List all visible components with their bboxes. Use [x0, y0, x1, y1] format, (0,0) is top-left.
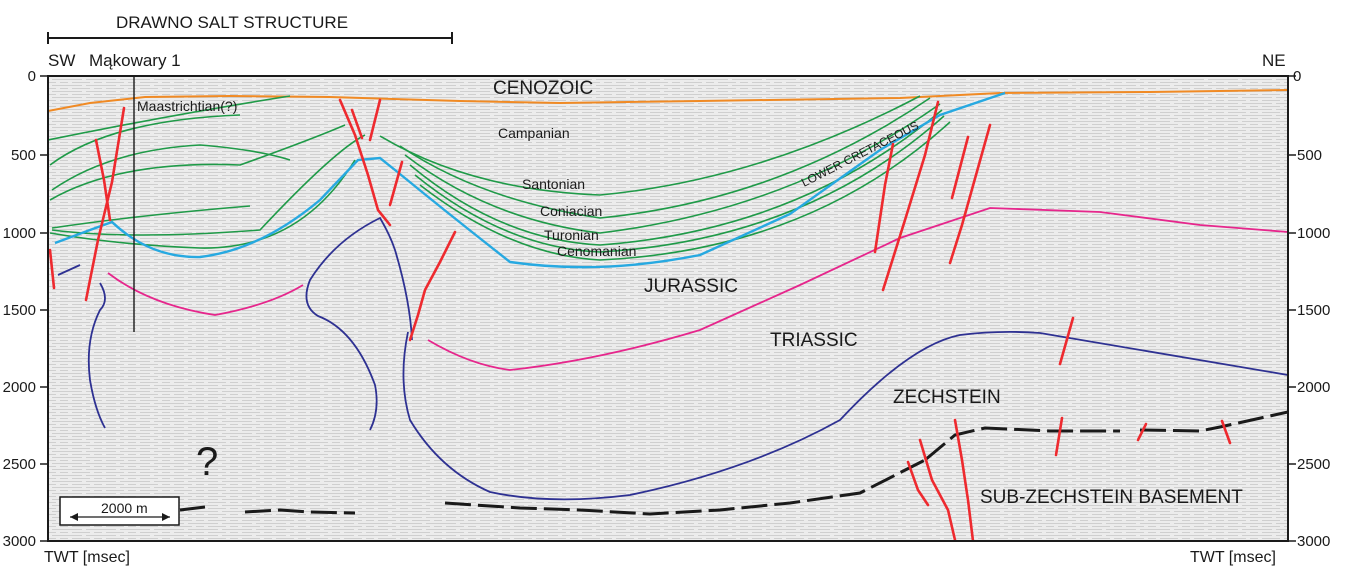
left-tick-2500: 2500 [3, 456, 36, 473]
left-axis [40, 75, 48, 542]
scale-bar-label: 2000 m [101, 500, 148, 516]
cenozoic-base-horizon [48, 89, 1288, 112]
left-tick-2000: 2000 [3, 379, 36, 396]
lower-cretaceous-base-horizon [54, 91, 1006, 269]
label-unknown: ? [196, 440, 218, 484]
label-zechstein: ZECHSTEIN [893, 387, 1001, 408]
left-tick-3000: 3000 [3, 533, 36, 550]
left-tick-500: 500 [11, 147, 36, 164]
label-cenomanian: Cenomanian [557, 243, 636, 259]
label-triassic: TRIASSIC [770, 330, 858, 351]
panel-frame [47, 75, 1289, 542]
label-campanian: Campanian [498, 125, 570, 141]
left-tick-1500: 1500 [3, 302, 36, 319]
label-maastrichtian: Maastrichtian(?) [137, 98, 237, 114]
right-axis [1288, 75, 1296, 542]
seismic-panel [48, 76, 1288, 541]
ne-label: NE [1262, 51, 1286, 70]
right-tick-1500: 1500 [1297, 302, 1330, 319]
salt-structure-bracket [47, 32, 453, 44]
triassic-top-horizon-right [427, 207, 1288, 371]
right-tick-2000: 2000 [1297, 379, 1330, 396]
basement-top-horizon [179, 410, 1288, 516]
cretaceous-horizons [48, 95, 951, 261]
faults [48, 98, 1232, 541]
well-name: Mąkowary 1 [89, 51, 181, 70]
left-tick-0: 0 [28, 68, 36, 85]
right-tick-3000: 3000 [1297, 533, 1330, 550]
label-jurassic: JURASSIC [644, 276, 738, 297]
scale-bar [59, 496, 180, 526]
right-tick-500: 500 [1297, 147, 1322, 164]
label-cenozoic: CENOZOIC [493, 78, 593, 99]
left-axis-unit: TWT [msec] [44, 549, 130, 566]
interpretation-lines [48, 76, 1288, 541]
left-tick-1000: 1000 [3, 225, 36, 242]
right-tick-1000: 1000 [1297, 225, 1330, 242]
salt-structure-title: DRAWNO SALT STRUCTURE [116, 13, 348, 32]
right-tick-2500: 2500 [1297, 456, 1330, 473]
label-sub-zechstein-basement: SUB-ZECHSTEIN BASEMENT [980, 487, 1243, 508]
zechstein-boundaries [57, 216, 1288, 501]
label-coniacian: Coniacian [540, 203, 602, 219]
label-turonian: Turonian [544, 227, 599, 243]
right-tick-0: 0 [1293, 68, 1301, 85]
right-axis-unit: TWT [msec] [1190, 549, 1276, 566]
label-santonian: Santonian [522, 176, 585, 192]
sw-label: SW [48, 51, 75, 70]
